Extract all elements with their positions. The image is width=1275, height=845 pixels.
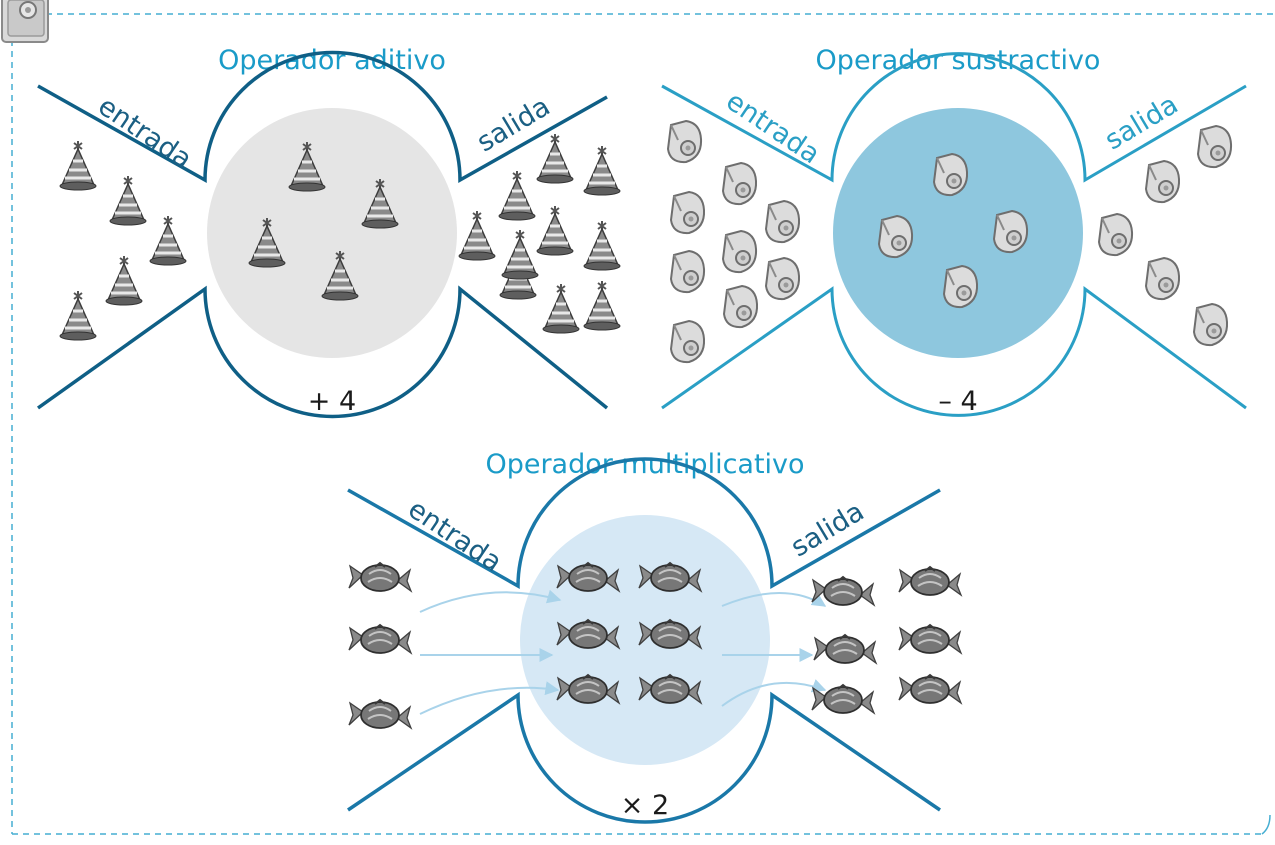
party-hat-icon [535, 132, 575, 185]
page-frame [11, 13, 1275, 835]
additive-funnel-bottom [36, 285, 609, 419]
whistle-icon [1098, 213, 1134, 257]
whistle-icon [722, 162, 758, 206]
subtractive-funnel-bottom [661, 286, 1247, 417]
additive-title: Operador aditivo [218, 45, 446, 76]
whistle-icon [765, 257, 801, 301]
whistle-icon [943, 265, 979, 309]
whistle-icon [765, 200, 801, 244]
whistle-icon [878, 215, 914, 259]
party-hat-icon [58, 139, 98, 192]
candy-icon [898, 566, 962, 596]
party-hat-icon [148, 214, 188, 267]
whistle-icon [670, 191, 706, 235]
additive-operation: + 4 [308, 386, 356, 417]
multiplicative-title: Operador multiplicativo [485, 449, 804, 480]
candy-icon [898, 674, 962, 704]
party-hat-icon [497, 169, 537, 222]
party-hat-icon [582, 279, 622, 332]
subtractive-operator: Operador sustractivo entrada salida – 4 [661, 45, 1247, 417]
multiplicative-funnel-top [347, 457, 941, 590]
whistle-icon [1193, 303, 1229, 347]
whistle-icon [670, 250, 706, 294]
candy-icon [348, 624, 412, 654]
whistle-icon [722, 230, 758, 274]
party-hat-icon [58, 289, 98, 342]
party-hat-icon [535, 204, 575, 257]
multiplicative-funnel-bottom [347, 691, 941, 824]
subtractive-operation: – 4 [938, 386, 977, 417]
party-hat-icon [582, 144, 622, 197]
additive-input-label: entrada [92, 91, 197, 176]
party-hat-icon [500, 228, 540, 281]
party-hat-icon [541, 282, 581, 335]
whistle-icon [670, 320, 706, 364]
multiplication-arrows [419, 589, 827, 715]
flow-arrow [721, 679, 827, 707]
party-hat-icon [108, 174, 148, 227]
subtractive-machine-circle [833, 108, 1083, 358]
party-hat-icon [104, 254, 144, 307]
multiplicative-operation: × 2 [621, 790, 669, 821]
flow-arrow [721, 592, 827, 607]
flow-arrow [419, 589, 562, 613]
candy-icon [898, 624, 962, 654]
whistle-icon [667, 120, 703, 164]
candy-icon [811, 576, 875, 606]
multiplicative-operator: Operador multiplicativo entrada salida ×… [347, 449, 962, 824]
whistle-icon [723, 285, 759, 329]
subtractive-funnel-top [661, 52, 1247, 183]
additive-machine-circle [207, 108, 457, 358]
additive-operator: Operador aditivo entrada salida + 4 [36, 45, 622, 419]
candy-icon [348, 699, 412, 729]
party-hat-icon [582, 219, 622, 272]
multiplicative-input-label: entrada [402, 494, 507, 579]
candy-icon [348, 562, 412, 592]
whistle-icon [1197, 125, 1233, 169]
additive-funnel-top [37, 50, 608, 183]
subtractive-title: Operador sustractivo [816, 45, 1101, 76]
whistle-icon [933, 153, 969, 197]
flow-arrow [419, 681, 560, 715]
whistle-icon [993, 210, 1029, 254]
safe-icon [1, 0, 49, 43]
party-hat-icon [457, 209, 497, 262]
whistle-icon [1145, 160, 1181, 204]
candy-icon [813, 634, 877, 664]
whistle-icon [1145, 257, 1181, 301]
